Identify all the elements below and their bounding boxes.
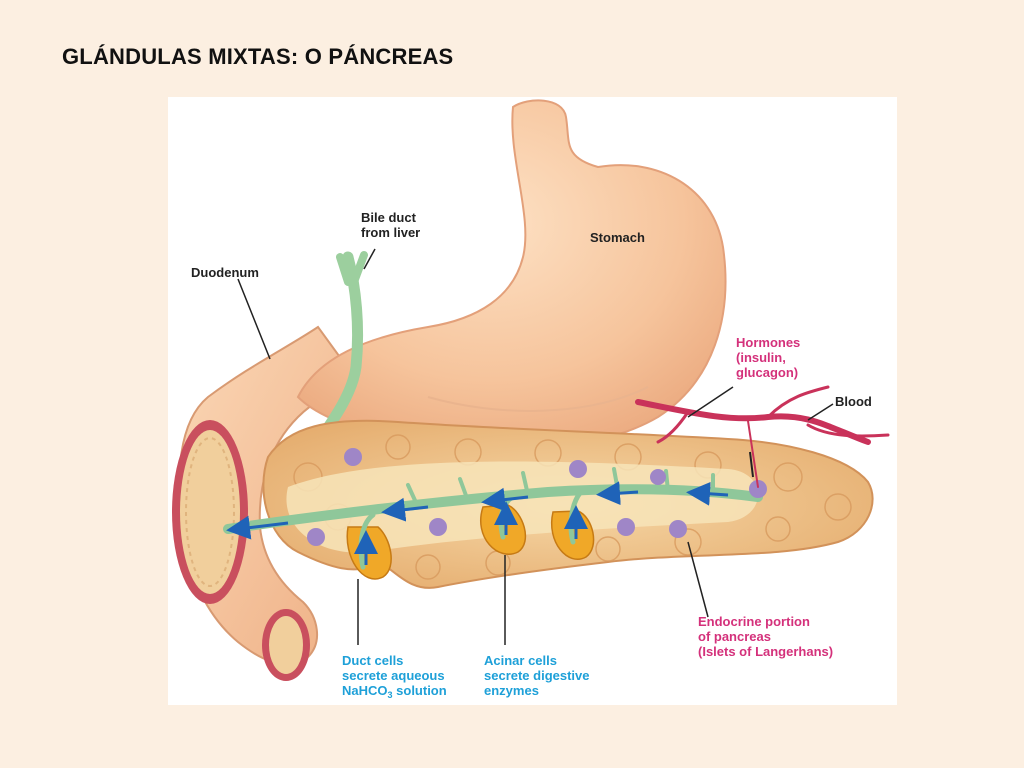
islets-of-langerhans	[307, 448, 767, 546]
blood-vessel	[635, 385, 890, 488]
leader-lines	[237, 248, 834, 645]
label-blood: Blood	[835, 394, 872, 409]
label-duct-cells: Duct cells secrete aqueous NaHCO3 soluti…	[342, 653, 447, 700]
label-endocrine-portion: Endocrine portion of pancreas (Islets of…	[698, 614, 834, 659]
label-bile-duct: Bile duct from liver	[361, 210, 421, 240]
label-duodenum: Duodenum	[191, 265, 259, 280]
label-stomach: Stomach	[590, 230, 645, 245]
anatomy-drawing	[172, 99, 890, 681]
flow-arrows	[226, 481, 729, 565]
pancreas-illustration: Bile duct from liver Duodenum Stomach Ho…	[168, 97, 897, 705]
label-hormones: Hormones (insulin, glucagon)	[736, 335, 801, 380]
label-acinar-cells: Acinar cells secrete digestive enzymes	[484, 653, 590, 698]
stomach	[296, 99, 727, 451]
slide-title: GLÁNDULAS MIXTAS: O PÁNCREAS	[62, 44, 454, 69]
